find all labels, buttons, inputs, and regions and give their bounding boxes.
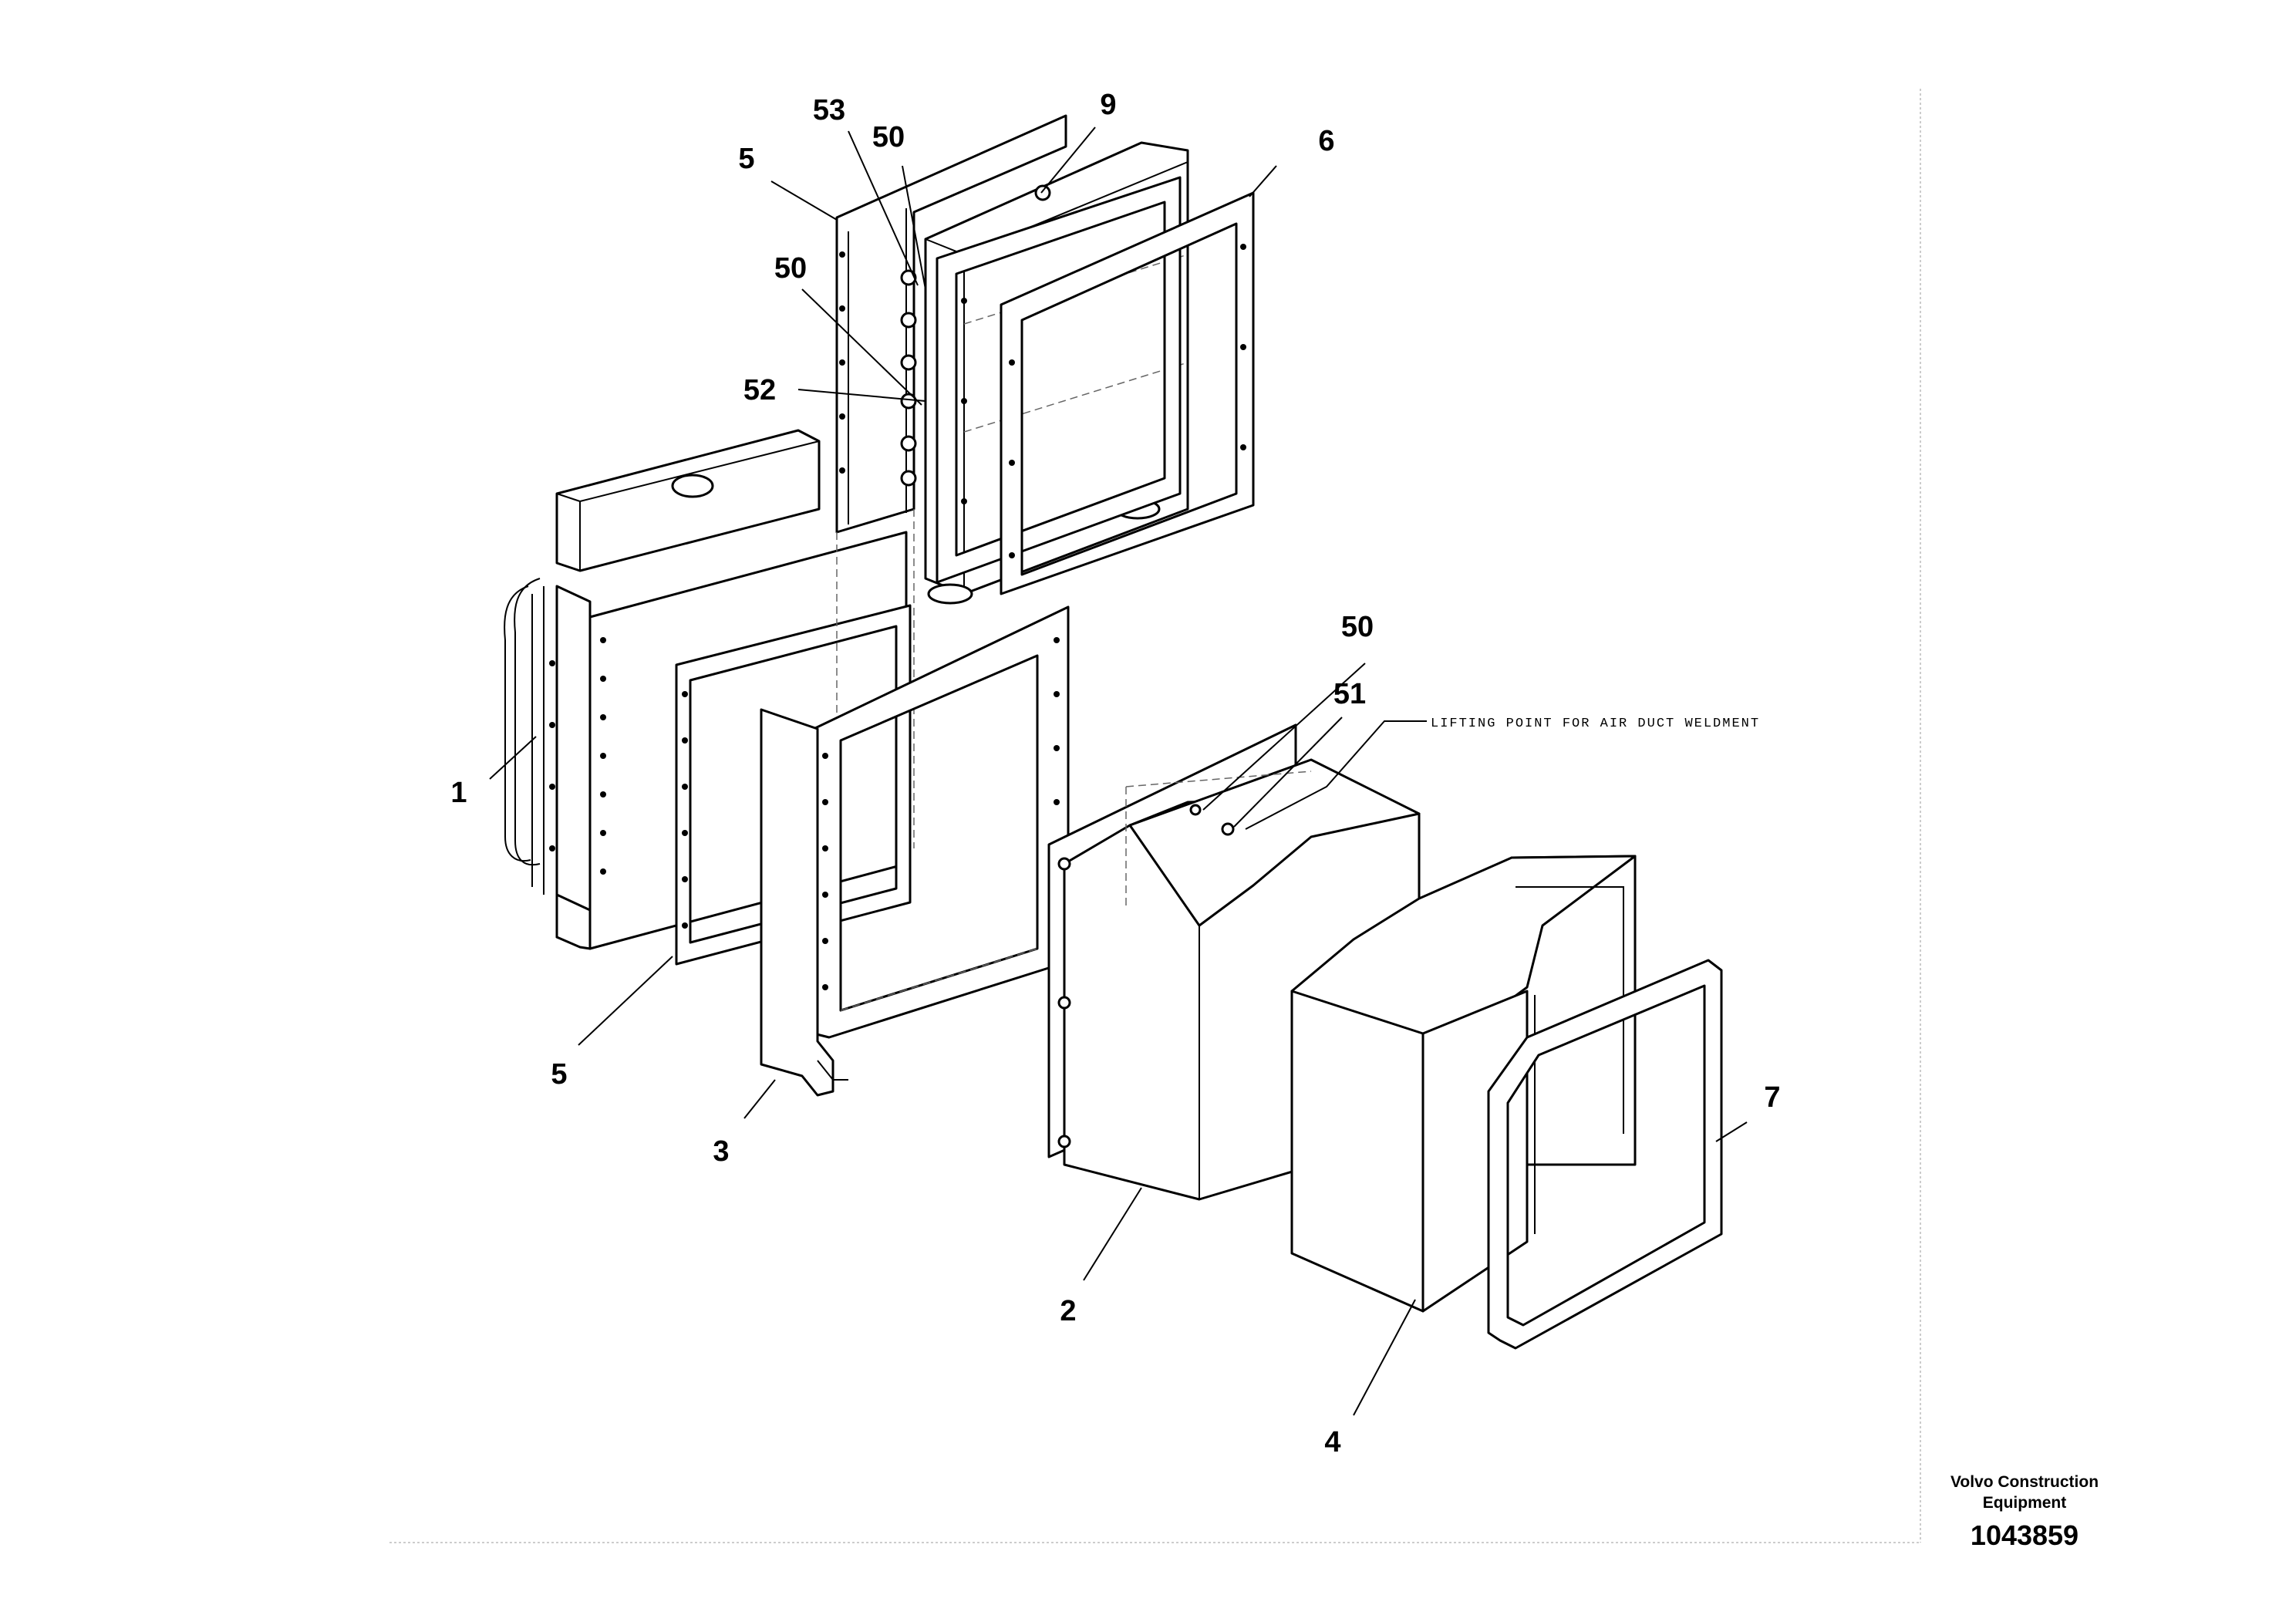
- callout-5-top: 5: [738, 143, 754, 175]
- gasket-frame-part-6: [936, 176, 1255, 595]
- air-duct-weldment-part-2: [1047, 723, 1421, 1201]
- callout-50-top: 50: [872, 121, 905, 153]
- company-name-line2: Equipment: [1983, 1494, 2067, 1512]
- company-name-line1: Volvo Construction: [1950, 1473, 2099, 1491]
- drawing-number: 1043859: [1971, 1519, 2079, 1551]
- bolt-stack: [900, 269, 917, 487]
- duct-extension-part-4: [1290, 855, 1637, 1313]
- callout-50-right: 50: [1341, 611, 1374, 643]
- callout-51: 51: [1333, 678, 1366, 710]
- seal-ring-part-7: [1487, 959, 1723, 1350]
- gasket-frame-part-5-lower: [675, 604, 912, 966]
- lifting-point-note: LIFTING POINT FOR AIR DUCT WELDMENT: [1431, 717, 1760, 731]
- title-block: Volvo Construction Equipment 1043859: [1950, 1473, 2099, 1551]
- callout-6: 6: [1318, 125, 1334, 157]
- callout-9: 9: [1100, 89, 1116, 121]
- callout-4: 4: [1324, 1426, 1340, 1458]
- callout-3: 3: [713, 1135, 729, 1168]
- callout-53: 53: [813, 94, 845, 126]
- callout-1: 1: [450, 777, 467, 809]
- callout-52: 52: [743, 374, 776, 406]
- callout-5-bottom: 5: [551, 1058, 567, 1091]
- callout-2: 2: [1060, 1295, 1076, 1327]
- mounting-bracket-part-3: [760, 605, 1070, 1097]
- leader-lines: [489, 126, 1748, 1416]
- callout-7: 7: [1764, 1081, 1780, 1114]
- callout-50-mid: 50: [774, 252, 807, 285]
